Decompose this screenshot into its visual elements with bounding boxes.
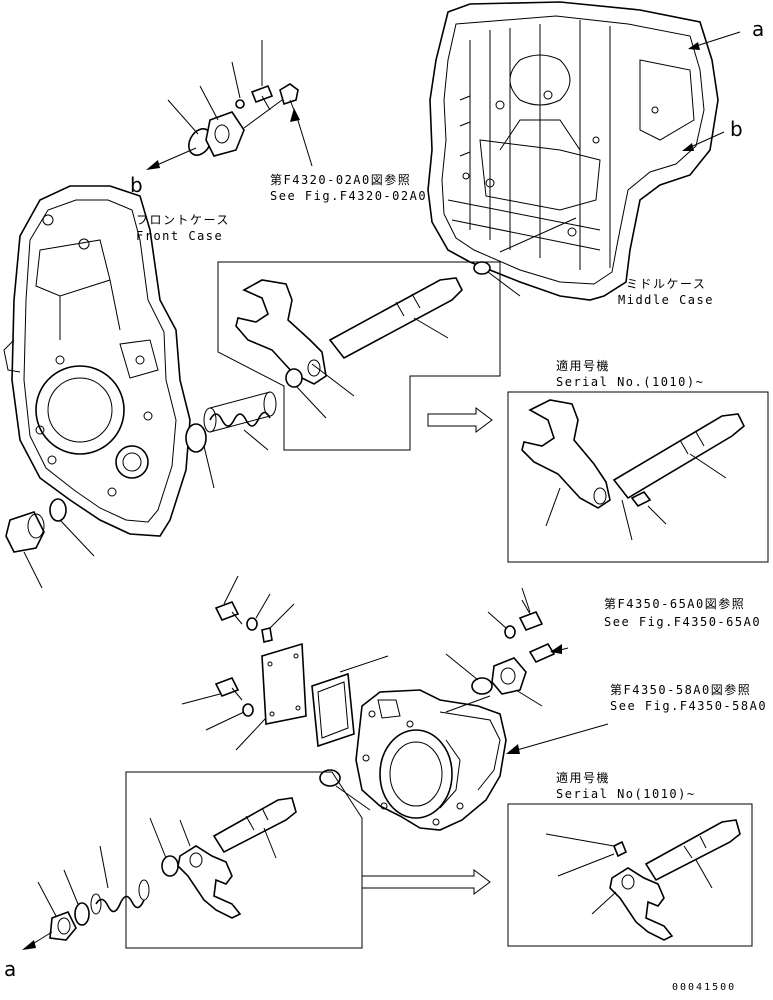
serial-box-1-jp: 適用号機 xyxy=(556,358,610,373)
shift-shaft-serial-1 xyxy=(612,413,745,500)
ref-f4320-en: See Fig.F4320-02A0 xyxy=(270,189,427,203)
plug xyxy=(5,511,45,553)
shift-shaft-lower xyxy=(212,797,297,854)
plug-lower xyxy=(49,910,77,941)
bolt-3 xyxy=(518,610,544,632)
ring-lower xyxy=(74,902,90,926)
breather xyxy=(528,642,556,664)
middle-case xyxy=(427,1,719,301)
arrow-to-serial-box-1 xyxy=(427,407,493,433)
front-case-label-jp: フロントケース xyxy=(136,213,230,227)
cover-assembly-top xyxy=(188,83,299,157)
shift-fork-serial-1 xyxy=(521,399,611,509)
pin-serial-2 xyxy=(612,840,628,858)
shift-shaft-serial-2 xyxy=(644,819,741,882)
bolt-1 xyxy=(214,600,240,622)
washer-1 xyxy=(246,617,258,631)
cover-right xyxy=(491,657,527,695)
group-box-fork-upper xyxy=(217,261,501,451)
callout-a-bottom: a xyxy=(4,957,16,981)
spring-seat xyxy=(185,423,207,453)
bolt-2 xyxy=(214,676,240,698)
cover-plate xyxy=(261,642,307,725)
ref-f4350-58-en: See Fig.F4350-58A0 xyxy=(610,699,767,713)
washer-3 xyxy=(504,625,516,639)
serial-box-2 xyxy=(507,803,753,947)
clip-1 xyxy=(261,627,273,643)
front-case xyxy=(3,185,191,537)
middle-case-label-jp: ミドルケース xyxy=(626,277,706,291)
ref-f4320-jp: 第F4320-02A0図参照 xyxy=(270,172,411,187)
housing xyxy=(355,689,507,831)
serial-box-1-en: Serial No.(1010)~ xyxy=(556,375,704,389)
o-ring-housing xyxy=(319,769,341,787)
callout-b-left: b xyxy=(130,173,143,197)
middle-case-label-en: Middle Case xyxy=(618,293,714,307)
shift-fork-upper xyxy=(235,279,327,385)
ref-f4350-58-jp: 第F4350-58A0図参照 xyxy=(610,682,751,697)
ref-f4350-65-en: See Fig.F4350-65A0 xyxy=(604,615,761,629)
serial-box-2-en: Serial No(1010)~ xyxy=(556,787,696,801)
group-box-fork-lower xyxy=(125,771,363,949)
o-ring xyxy=(473,261,491,275)
o-ring-plug xyxy=(49,498,67,522)
shift-shaft-upper xyxy=(328,277,463,360)
serial-box-1 xyxy=(507,391,769,563)
pin-serial-1 xyxy=(630,490,652,508)
shift-fork-lower xyxy=(177,845,242,919)
washer-2 xyxy=(242,703,254,717)
o-ring-right xyxy=(471,677,493,695)
ref-f4350-65-jp: 第F4350-65A0図参照 xyxy=(604,596,745,611)
spring-lower xyxy=(90,879,150,915)
arrow-to-serial-box-2 xyxy=(361,869,491,895)
callout-b-right: b xyxy=(730,117,743,141)
drawing-number: 00041500 xyxy=(672,982,736,993)
washer-lower xyxy=(161,855,179,877)
front-case-label-en: Front Case xyxy=(136,229,223,243)
serial-box-2-jp: 適用号機 xyxy=(556,770,610,785)
callout-a-top: a xyxy=(752,17,764,41)
gasket xyxy=(311,672,355,748)
washer-upper xyxy=(285,368,303,388)
shift-fork-serial-2 xyxy=(609,867,674,941)
spring-upper xyxy=(203,391,277,433)
